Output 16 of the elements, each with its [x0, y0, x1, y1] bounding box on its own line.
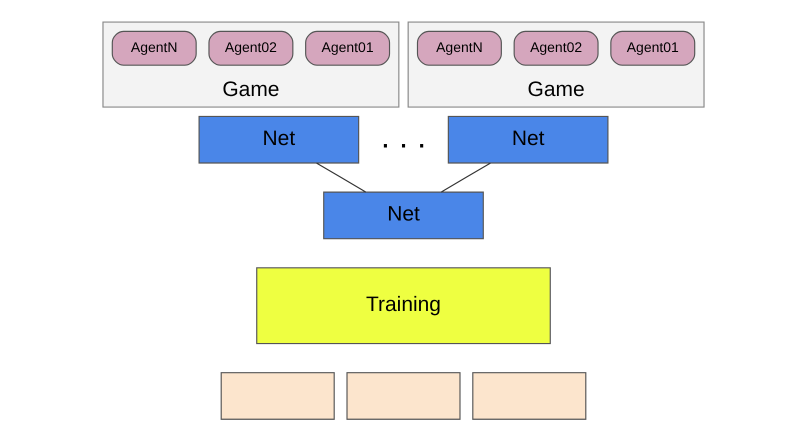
node-box: AgentN: [416, 30, 502, 66]
node-box: Agent01: [610, 30, 696, 66]
node-box: Net: [198, 116, 360, 164]
node-box: Agent01: [305, 30, 390, 66]
node-box: [472, 372, 586, 420]
node-box: Net: [448, 116, 608, 164]
connector: [440, 162, 491, 193]
label: . . .: [380, 118, 426, 155]
node-box: [220, 372, 335, 420]
node-box: [346, 372, 461, 420]
connector: [316, 162, 366, 193]
node-box: AgentN: [112, 30, 197, 66]
node-box: Net: [323, 192, 484, 240]
node-box: Training: [256, 267, 551, 344]
node-box: Agent02: [208, 30, 294, 66]
node-box: Agent02: [514, 30, 599, 66]
